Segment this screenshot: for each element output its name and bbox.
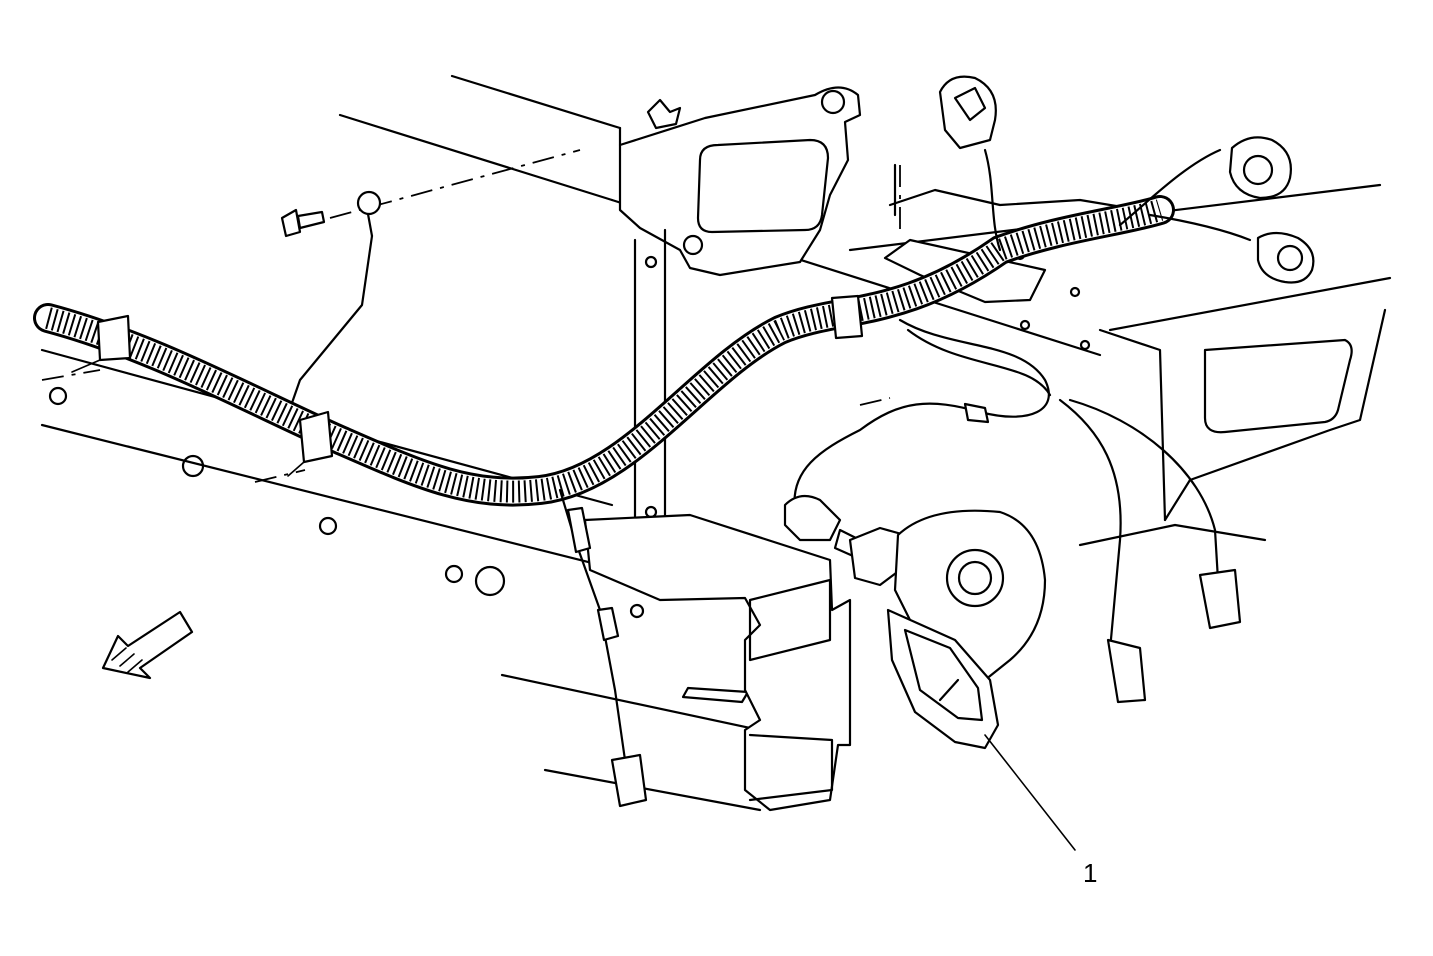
front-direction-arrow-icon	[101, 610, 194, 680]
vehicle-frame	[40, 74, 1392, 812]
ground-bolt	[280, 190, 382, 422]
callout-label: 1	[1083, 858, 1097, 888]
wiring-harness	[33, 195, 1175, 507]
horn	[848, 509, 1047, 750]
callout-1: 1	[984, 734, 1097, 888]
harness-connectors	[938, 75, 1315, 284]
